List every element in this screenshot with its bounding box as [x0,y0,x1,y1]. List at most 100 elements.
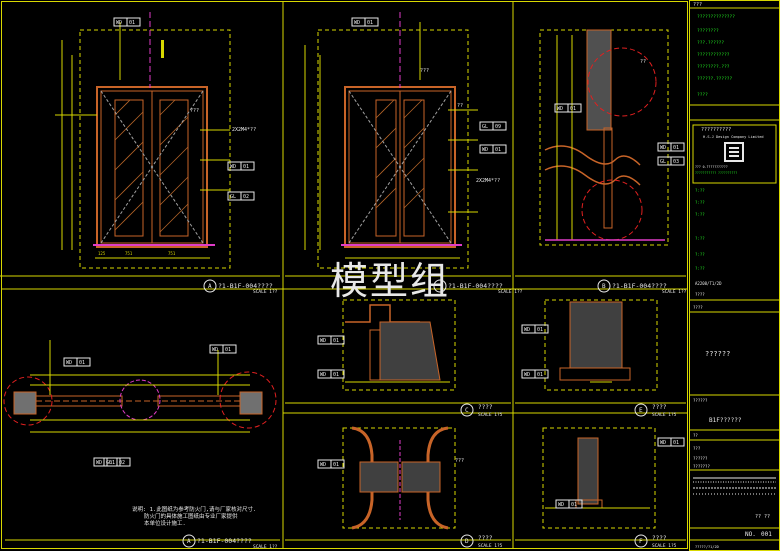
detail-label: ???? [652,535,667,542]
note-line-3: 本单位设计施工. [144,519,186,527]
view-bubbles: A?1-B1F-004????SCALE 1???1-B1F-004????SC… [182,279,687,550]
tb-date: ?????? [693,456,708,461]
detail-scale: SCALE 1?5 [652,543,677,549]
tag-number: 01 [333,338,339,344]
tb-note: ???????? [697,28,719,34]
tb-drawing-name: ?????? [705,350,730,358]
tag-number: 03 [673,159,679,165]
tag-code: WD [320,338,326,344]
view-scale: SCALE 1?? [662,289,687,295]
tb-section-label: ?????? [693,398,708,403]
view-scale: SCALE 1?? [498,289,523,295]
detail-bubble-letter: D [465,538,469,545]
detail-label: ???? [652,404,667,411]
tb-note: ????????.??? [697,64,730,70]
tb-address: ??? 0.??????????? [695,165,728,169]
tb-checked: ??? [693,446,701,451]
detail-e [544,299,658,391]
tb-approval: ?:?? [695,212,705,217]
tb-company-en: H.S.J Design Company Limited [703,135,764,139]
detail-label: ???? [478,404,493,411]
tag-number: 01 [109,460,115,466]
view-scale: SCALE 1?? [253,289,278,295]
tb-approval: ?:?? [695,252,705,257]
tag-number: 01 [333,372,339,378]
detail-bubble [634,403,648,417]
detail-bubble [460,403,474,417]
detail-scale: SCALE 1?5 [478,543,503,549]
view-bubble-letter: B [602,283,606,290]
tag-number: 01 [495,147,501,153]
detail-label: ???? [478,535,493,542]
plan-view [3,340,277,433]
tb-header: ??? [693,2,702,8]
callout-text: ??? [190,108,199,114]
company-logo-icon [724,142,744,162]
tb-approval: ?:?? [695,188,705,193]
svg-text:751: 751 [125,251,133,256]
callout-text: ??? [420,68,429,74]
material-tag: WD 01 [479,144,507,154]
tag-number: 01 [537,372,543,378]
tb-note: ???????????? [697,52,730,58]
tag-code: GL [106,460,112,466]
tag-number: 01 [333,462,339,468]
tag-code: WD [557,106,563,112]
detail-scale: SCALE 1?5 [478,412,503,418]
panel-frames [0,1,688,549]
tag-code: WD [212,347,218,353]
tag-number: 01 [673,145,679,151]
detail-c [342,299,456,391]
tag-number: 01 [243,164,249,170]
tag-code: GL [660,159,666,165]
material-tag: WD 01 [317,335,345,345]
tb-approval: ?:?? [695,200,705,205]
tag-code: WD [66,360,72,366]
tb-notes: ?????????????? ???????? ???.?????? ?????… [697,14,735,98]
view-bubble [597,279,611,293]
tag-code: WD [482,147,488,153]
tb-sheet-label: NO. [745,531,756,538]
callout-text: 2X2M4*?? [476,178,500,184]
material-tag: WD 01 [555,499,583,509]
tag-code: WD [230,164,236,170]
view-bubble-letter: A [208,283,212,290]
tb-project-sub: ???? [695,292,705,297]
note-line-2: 防火门的具体施工图纸由专业厂家提供 [144,512,238,520]
tag-number: 09 [495,124,501,130]
tag-code: WD [524,327,530,333]
view-bubble [203,279,217,293]
tb-project-code: A2208/T1/2D [695,281,722,286]
view-bubble [433,279,447,293]
barcode [693,477,776,495]
material-tag: WD 01 [227,161,255,171]
tag-number: 01 [570,106,576,112]
tag-number: 01 [129,20,135,26]
material-tag: WD 01 [554,103,582,113]
view-bubble-letter: A [187,538,191,545]
tag-code: WD [558,502,564,508]
tag-number: 01 [673,440,679,446]
tb-sheet-no: 001 [761,531,772,538]
callout-text: 2X2M4*?? [232,127,256,133]
view-ref: ?1-B1F-004???? [218,282,273,290]
plan-note: 说明: 1.此图纸为参考防火门,请与厂家核对尺寸. 防火门的具体施工图纸由专业厂… [132,505,256,527]
tb-owner-label: ???? [693,305,703,310]
material-tag: WD 01 [317,369,345,379]
tag-number: 01 [537,327,543,333]
tb-note: ?????????????? [697,14,735,20]
callout-text: ??? [455,458,464,464]
callout-text: ?? [640,59,646,65]
callout-text: ?? [457,103,463,109]
tag-number: 01 [571,502,577,508]
tag-code: WD [320,372,326,378]
tag-code: WD [96,460,102,466]
tb-address: ??????????? ?????????? [695,171,737,175]
